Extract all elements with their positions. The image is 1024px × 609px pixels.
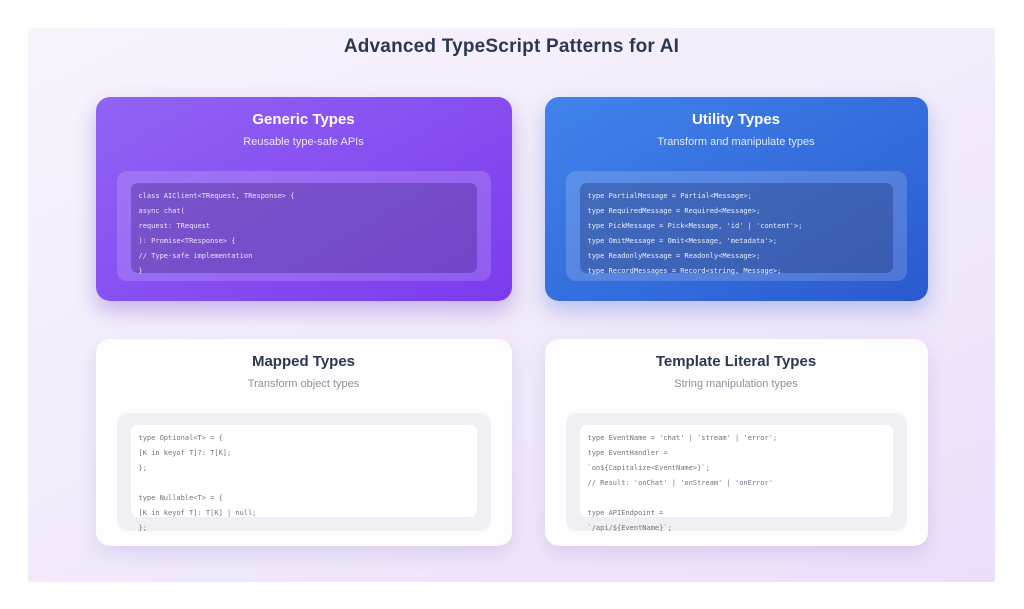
- page-title: Advanced TypeScript Patterns for AI: [343, 36, 680, 57]
- card-title: Mapped Types: [251, 353, 356, 370]
- code-text: type EventName = 'chat' | 'stream' | 'er…: [587, 434, 778, 532]
- code-block: type PartialMessage = Partial<Message>; …: [579, 183, 893, 275]
- code-block: class AIClient<TRequest, TResponse> { as…: [130, 183, 477, 275]
- card-generic-types: Generic Types Reusable type-safe APIs cl…: [95, 97, 512, 301]
- content-panel: Advanced TypeScript Patterns for AI Gene…: [28, 28, 995, 582]
- card-title: Generic Types: [252, 111, 355, 128]
- card-subtitle: Transform and manipulate types: [657, 136, 815, 148]
- code-container: type Optional<T> = { [K in keyof T]?: T[…: [116, 413, 491, 532]
- code-container: type EventName = 'chat' | 'stream' | 'er…: [565, 413, 907, 532]
- card-title: Utility Types: [691, 111, 781, 128]
- code-text: type PartialMessage = Partial<Message>; …: [587, 192, 803, 275]
- card-subtitle: Reusable type-safe APIs: [243, 136, 364, 148]
- code-text: class AIClient<TRequest, TResponse> { as…: [138, 192, 295, 275]
- code-block: type Optional<T> = { [K in keyof T]?: T[…: [130, 425, 477, 532]
- cards-grid: Generic Types Reusable type-safe APIs cl…: [28, 97, 995, 546]
- code-block: type EventName = 'chat' | 'stream' | 'er…: [579, 425, 893, 532]
- card-mapped-types: Mapped Types Transform object types type…: [95, 339, 512, 546]
- card-subtitle: String manipulation types: [674, 378, 798, 390]
- card-subtitle: Transform object types: [247, 378, 360, 390]
- code-container: class AIClient<TRequest, TResponse> { as…: [116, 171, 491, 281]
- card-title: Template Literal Types: [655, 353, 817, 370]
- card-utility-types: Utility Types Transform and manipulate t…: [544, 97, 928, 301]
- code-container: type PartialMessage = Partial<Message>; …: [565, 171, 907, 281]
- card-template-literal-types: Template Literal Types String manipulati…: [544, 339, 928, 546]
- code-text: type Optional<T> = { [K in keyof T]?: T[…: [138, 434, 257, 532]
